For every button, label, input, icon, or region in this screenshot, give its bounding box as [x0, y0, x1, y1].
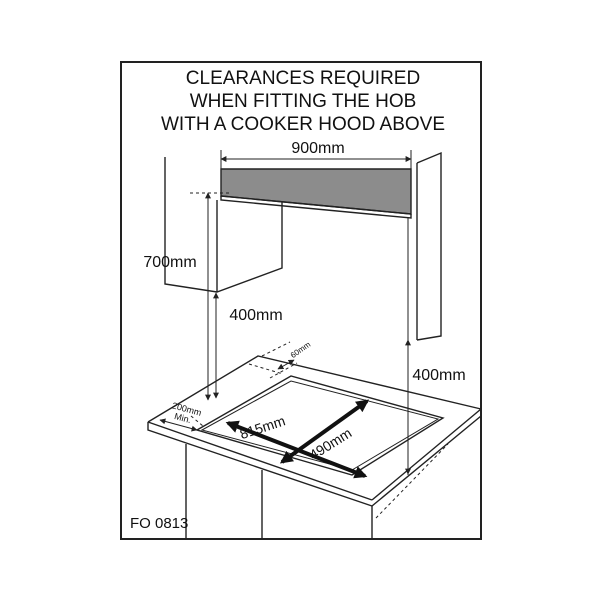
left-wall-cabinet	[164, 157, 283, 293]
cutout-depth-dimension: 490mm	[279, 399, 370, 464]
title-line-1: CLEARANCES REQUIRED	[186, 68, 420, 89]
side-clearance-dimension: 200mm Min.	[159, 400, 203, 432]
cabinet-height-label: 700mm	[143, 254, 196, 271]
worktop	[147, 341, 482, 539]
hob-to-cabinet-dimension: 400mm	[213, 292, 283, 399]
title-line-3: WITH A COOKER HOOD ABOVE	[161, 114, 445, 135]
hob-to-wall-unit-dimension: 400mm	[405, 339, 466, 475]
hob-to-cabinet-label: 400mm	[229, 307, 282, 324]
diagram-frame	[120, 61, 482, 540]
cabinet-height-dimension: 700mm	[143, 192, 230, 401]
right-wall-cabinet	[416, 151, 442, 341]
hob-to-wall-unit-label: 400mm	[412, 367, 465, 384]
side-clearance-min-label: Min.	[173, 411, 192, 425]
title-line-2: WHEN FITTING THE HOB	[190, 91, 417, 112]
hood-width-label: 900mm	[291, 140, 344, 157]
figure-code: FO 0813	[130, 515, 188, 532]
hood-width-dimension: 900mm	[220, 140, 412, 169]
cutout-depth-label: 490mm	[306, 425, 354, 463]
cooker-hood	[220, 168, 412, 219]
rear-clearance-label: 60mm	[289, 340, 313, 360]
